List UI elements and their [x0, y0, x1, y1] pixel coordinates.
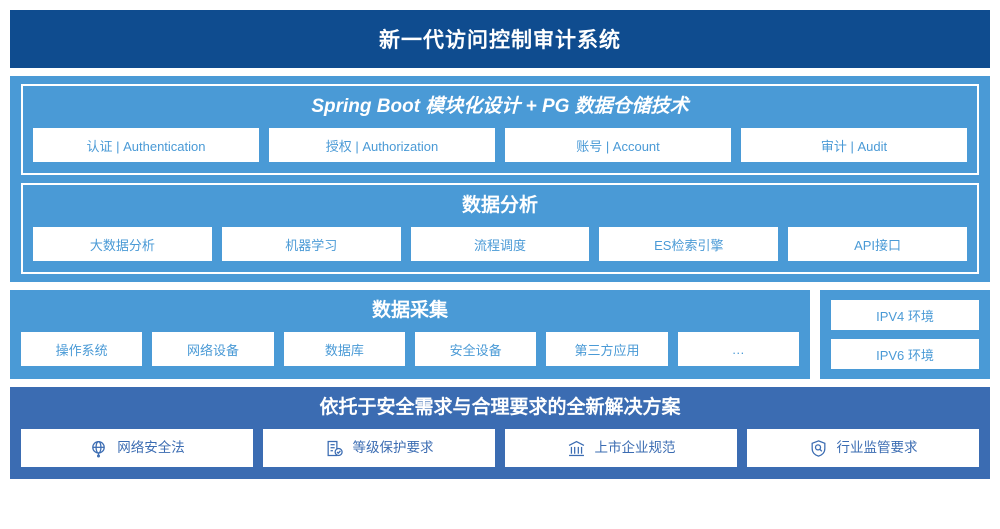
platform-panel: Spring Boot 模块化设计 + PG 数据仓储技术 认证 | Authe…: [10, 76, 990, 282]
chip-api-interface[interactable]: API接口: [788, 227, 967, 261]
page-title: 新一代访问控制审计系统: [379, 29, 621, 52]
platform-group-data-analysis-chips: 大数据分析 机器学习 流程调度 ES检索引擎 API接口: [33, 227, 967, 261]
chip-third-party-app[interactable]: 第三方应用: [546, 332, 668, 366]
chip-authentication[interactable]: 认证 | Authentication: [33, 128, 259, 162]
platform-group-springboot-chips: 认证 | Authentication 授权 | Authorization 账…: [33, 128, 967, 162]
compliance-chips: 网络安全法 等级保护要求: [21, 429, 979, 467]
shield-search-icon: [809, 439, 828, 458]
document-check-icon: [325, 439, 344, 458]
chip-authorization[interactable]: 授权 | Authorization: [269, 128, 495, 162]
platform-group-springboot: Spring Boot 模块化设计 + PG 数据仓储技术 认证 | Authe…: [21, 84, 979, 175]
chip-es-search-engine[interactable]: ES检索引擎: [599, 227, 779, 261]
chip-listed-company-standard[interactable]: 上市企业规范: [505, 429, 737, 467]
compliance-panel: 依托于安全需求与合理要求的全新解决方案 网络安全法: [10, 387, 990, 479]
chip-security-device[interactable]: 安全设备: [414, 332, 537, 366]
collection-row: 数据采集 操作系统 网络设备 数据库 安全设备 第三方应用 … IPV4 环境 …: [10, 290, 990, 379]
chip-cybersecurity-law-label: 网络安全法: [117, 440, 185, 456]
chip-ipv6-environment[interactable]: IPV6 环境: [831, 339, 979, 369]
chip-audit[interactable]: 审计 | Audit: [741, 128, 967, 162]
chip-database[interactable]: 数据库: [283, 332, 405, 366]
collection-chips: 操作系统 网络设备 数据库 安全设备 第三方应用 …: [21, 332, 799, 366]
chip-listed-company-standard-label: 上市企业规范: [594, 440, 676, 456]
chip-process-scheduling[interactable]: 流程调度: [410, 227, 590, 261]
chip-industry-regulation-label: 行业监管要求: [836, 440, 918, 456]
chip-classified-protection[interactable]: 等级保护要求: [263, 429, 495, 467]
platform-group-data-analysis-title: 数据分析: [461, 195, 538, 216]
chip-ipv4-environment[interactable]: IPV4 环境: [831, 300, 979, 330]
chip-account[interactable]: 账号 | Account: [505, 128, 731, 162]
chip-cybersecurity-law[interactable]: 网络安全法: [21, 429, 253, 467]
platform-group-springboot-title: Spring Boot 模块化设计 + PG 数据仓储技术: [311, 96, 689, 117]
chip-big-data-analysis[interactable]: 大数据分析: [33, 227, 212, 261]
page-header: 新一代访问控制审计系统: [10, 10, 990, 68]
chip-industry-regulation[interactable]: 行业监管要求: [747, 429, 979, 467]
bank-icon: [567, 439, 586, 458]
chip-more[interactable]: …: [677, 332, 799, 366]
collection-panel: 数据采集 操作系统 网络设备 数据库 安全设备 第三方应用 …: [10, 290, 810, 379]
chip-network-device[interactable]: 网络设备: [152, 332, 274, 366]
environment-panel: IPV4 环境 IPV6 环境: [820, 290, 990, 379]
compliance-title: 依托于安全需求与合理要求的全新解决方案: [319, 397, 681, 418]
chip-operating-system[interactable]: 操作系统: [21, 332, 143, 366]
chip-machine-learning[interactable]: 机器学习: [221, 227, 401, 261]
collection-title: 数据采集: [371, 300, 448, 321]
globe-icon: [89, 439, 108, 458]
chip-classified-protection-label: 等级保护要求: [352, 440, 434, 456]
platform-group-data-analysis: 数据分析 大数据分析 机器学习 流程调度 ES检索引擎 API接口: [21, 183, 979, 274]
